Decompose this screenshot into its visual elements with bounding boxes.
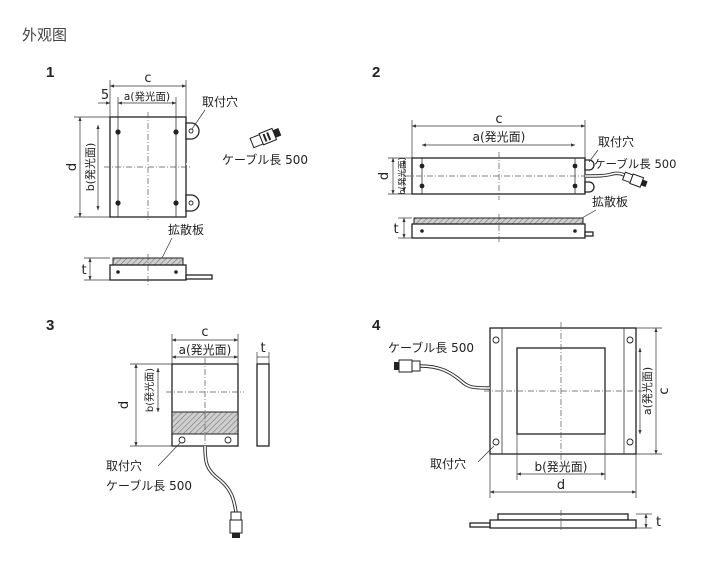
connector-icon — [249, 127, 282, 149]
cable — [185, 142, 253, 165]
screw-icon — [572, 183, 578, 189]
cable-length-label: ケーブル長 500 — [222, 152, 308, 167]
dim-c-label: c — [495, 112, 502, 127]
leader-line — [157, 442, 181, 467]
mount-hole-icon — [188, 200, 194, 206]
dim-c-label: c — [144, 71, 151, 86]
leader-line — [588, 149, 599, 163]
mount-hole-icon — [492, 336, 500, 344]
figure-number-1: 1 — [46, 64, 54, 81]
dim-a-label: a(発光面) — [179, 343, 232, 357]
dim-t-label: t — [393, 222, 398, 237]
dim-b-label: b(発光面) — [83, 143, 97, 192]
fig1-cable-side — [185, 274, 213, 280]
dim-d-label: d — [65, 163, 80, 171]
dim-d-label: d — [557, 478, 565, 493]
dim-t-label: t — [81, 263, 86, 278]
dim-d-label: d — [377, 172, 392, 180]
cable-length-label: ケーブル長 500 — [594, 157, 676, 171]
leader-line — [191, 109, 206, 130]
leader-line — [161, 237, 173, 259]
fig3-shaded-band — [171, 411, 239, 435]
cable-length-label: ケーブル長 500 — [388, 340, 474, 355]
screw-icon — [173, 129, 179, 135]
screw-icon — [420, 229, 424, 233]
dim-a-label: a(発光面) — [640, 367, 654, 415]
leader-line — [581, 209, 597, 219]
dim-5-label: 5 — [101, 88, 109, 103]
fig4-cable-side — [469, 522, 491, 528]
cable — [203, 445, 238, 513]
mount-hole-icon — [626, 438, 634, 446]
mount-hole-icon — [188, 128, 194, 134]
dim-d-label: d — [117, 401, 132, 409]
figure-number-4: 4 — [372, 317, 381, 334]
screw-icon — [116, 270, 120, 274]
dim-c-label: c — [657, 387, 672, 394]
screw-icon — [419, 183, 425, 189]
dim-b-label: b(発光面) — [143, 368, 156, 412]
screw-icon — [173, 200, 179, 206]
diffuser-label: 拡散板 — [168, 222, 204, 237]
connector-icon — [394, 359, 421, 373]
mount-hole-label: 取付穴 — [202, 94, 238, 109]
figure-1: 1 c a(発光面) 5 — [46, 64, 308, 285]
figure-3: 3 c a(発光面) t d b(発光面) 取付穴 — [46, 317, 270, 538]
leader-line — [477, 445, 495, 463]
mount-tab — [584, 159, 595, 171]
mount-hole-icon — [224, 436, 232, 444]
mount-hole-label: 取付穴 — [430, 456, 466, 471]
screw-icon — [115, 200, 121, 206]
diffuser-label: 拡散板 — [592, 194, 628, 209]
dim-b-label: b(発光面) — [397, 157, 408, 195]
dim-a-label: a(発光面) — [473, 130, 526, 144]
screw-icon — [572, 163, 578, 169]
fig4-side-top — [497, 513, 629, 521]
screw-icon — [115, 129, 121, 135]
mount-hole-icon — [492, 438, 500, 446]
mount-tab — [584, 181, 595, 193]
screw-icon — [174, 270, 178, 274]
mount-hole-icon — [178, 436, 186, 444]
cable — [419, 365, 491, 389]
figure-number-2: 2 — [372, 64, 380, 81]
dim-b-label: b(発光面) — [535, 460, 588, 474]
dim-t-label: t — [656, 515, 661, 530]
dim-c-label: c — [201, 325, 208, 340]
mount-hole-label: 取付穴 — [106, 458, 142, 473]
mount-hole-label: 取付穴 — [598, 134, 634, 149]
fig3-side-body — [256, 363, 270, 447]
screw-icon — [573, 229, 577, 233]
cable-length-label: ケーブル長 500 — [106, 478, 192, 493]
page-heading: 外观图 — [22, 26, 68, 44]
fig4-side-body — [489, 519, 637, 529]
diffuser-plate — [413, 217, 584, 225]
screw-icon — [419, 163, 425, 169]
connector-icon — [621, 171, 648, 188]
connector-icon — [229, 511, 243, 538]
dim-t-label: t — [260, 341, 265, 356]
cable — [204, 445, 237, 513]
figure-4: 4 ケーブル長 500 c a(発光面) b(発光面) — [372, 317, 672, 532]
mount-hole-icon — [626, 336, 634, 344]
dim-a-label: a(発光面) — [124, 90, 170, 103]
figure-2: 2 c a(発光面) 取付穴 ケーブル長 500 — [372, 64, 676, 242]
figure-number-3: 3 — [46, 317, 54, 334]
fig2-cable-side — [584, 231, 594, 237]
fig2-side-body — [411, 223, 586, 239]
